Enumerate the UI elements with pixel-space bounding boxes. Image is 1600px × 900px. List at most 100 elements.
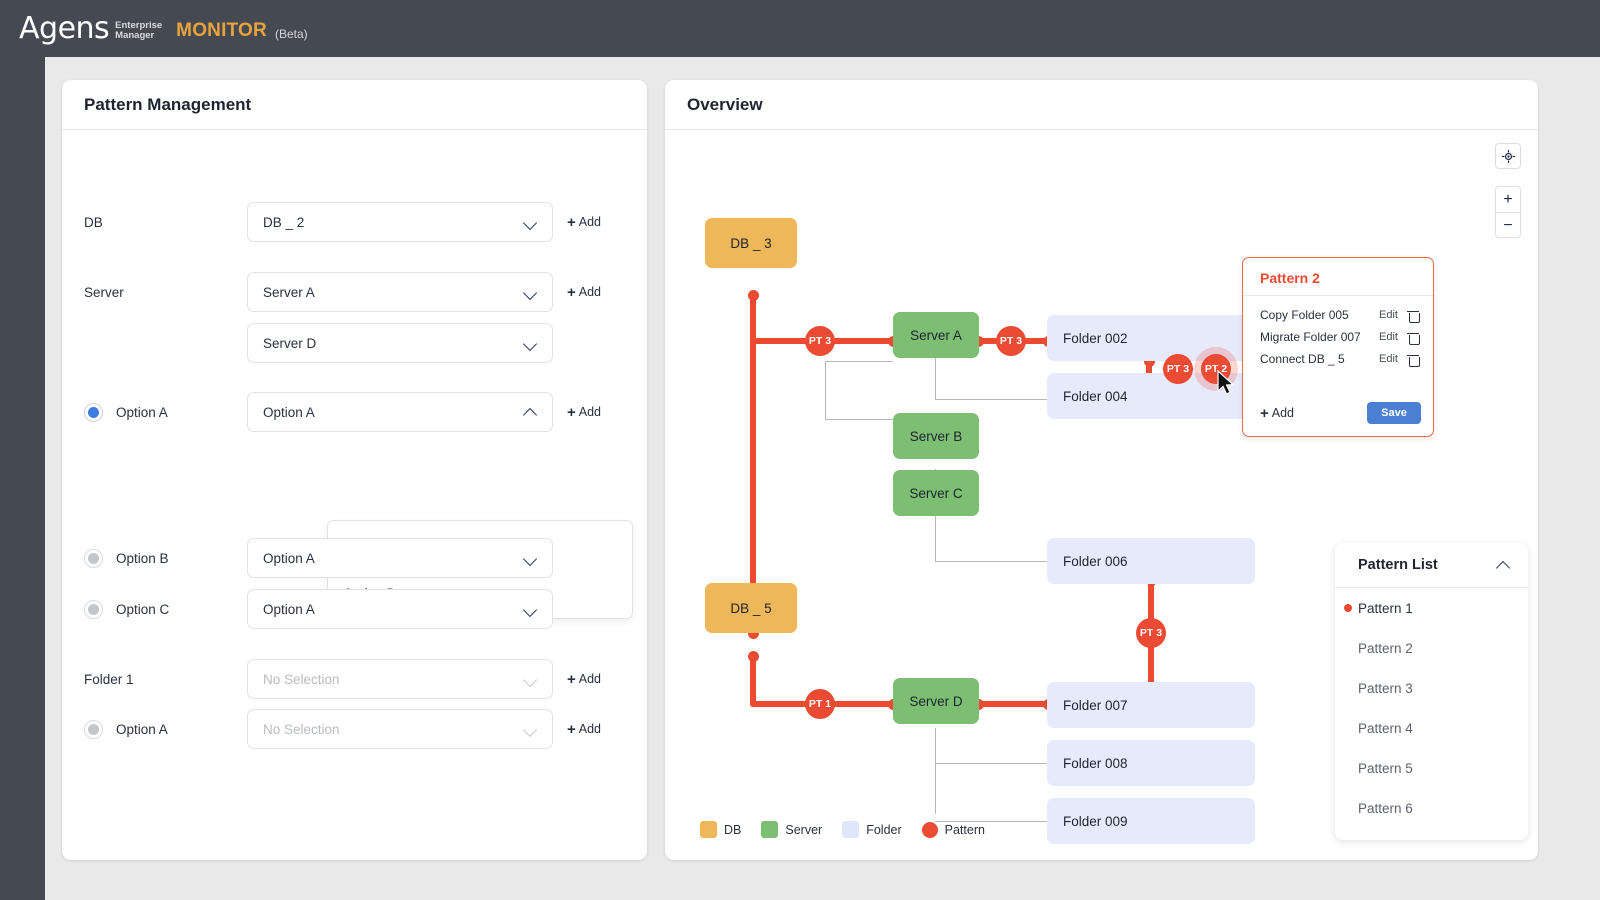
add-folder-option-a-label: Add bbox=[578, 722, 602, 736]
zoom-out-button[interactable]: − bbox=[1503, 217, 1513, 234]
chevron-up-icon[interactable] bbox=[1496, 557, 1512, 573]
edit-button[interactable]: Edit bbox=[1379, 331, 1398, 343]
select-server-d-value: Server D bbox=[263, 335, 317, 351]
pattern-list-item-2[interactable]: Pattern 2 bbox=[1335, 628, 1528, 668]
edit-button[interactable]: Edit bbox=[1379, 309, 1398, 321]
select-db-value: DB _ 2 bbox=[263, 214, 305, 230]
pattern-management-panel: Pattern Management DB DB _ 2 + Add Serve… bbox=[62, 80, 647, 860]
pattern-marker-pt2-selected[interactable]: PT 2 bbox=[1201, 354, 1231, 384]
node-db-5[interactable]: DB _ 5 bbox=[705, 583, 797, 633]
pattern-list-item-label: Pattern 4 bbox=[1358, 720, 1413, 736]
add-server-button[interactable]: + Add bbox=[567, 285, 601, 300]
pattern-item-name: Copy Folder 005 bbox=[1260, 308, 1349, 322]
connector-line bbox=[935, 399, 1047, 400]
form-row-option-b: Option B Option A bbox=[62, 538, 647, 578]
pattern-list-item-5[interactable]: Pattern 5 bbox=[1335, 748, 1528, 788]
popup-save-button[interactable]: Save bbox=[1367, 402, 1421, 424]
pattern-list-header[interactable]: Pattern List bbox=[1335, 543, 1528, 588]
label-folder-1: Folder 1 bbox=[84, 671, 134, 687]
trash-icon[interactable] bbox=[1407, 331, 1420, 345]
pattern-management-header: Pattern Management bbox=[62, 80, 647, 130]
form-row-option-c: Option C Option A bbox=[62, 589, 647, 629]
node-db-3[interactable]: DB _ 3 bbox=[705, 218, 797, 268]
select-option-b[interactable]: Option A bbox=[247, 538, 553, 578]
select-server-a-value: Server A bbox=[263, 284, 315, 300]
select-folder-1[interactable]: No Selection bbox=[247, 659, 553, 699]
radio-folder-option-a[interactable]: Option A bbox=[62, 719, 247, 739]
pattern-endpoint-dot bbox=[747, 290, 759, 301]
brand-subtitle-line2: Manager bbox=[115, 29, 155, 41]
radio-icon bbox=[84, 599, 103, 619]
node-server-a[interactable]: Server A bbox=[893, 312, 979, 358]
popup-add-button[interactable]: + Add bbox=[1260, 406, 1367, 421]
add-server-label: Add bbox=[578, 285, 602, 299]
pattern-marker-pt3-servera-folder002[interactable]: PT 3 bbox=[996, 326, 1026, 356]
legend-label-server: Server bbox=[785, 822, 823, 837]
locate-icon[interactable] bbox=[1495, 143, 1521, 169]
node-folder-007[interactable]: Folder 007 bbox=[1047, 682, 1255, 728]
node-server-b[interactable]: Server B bbox=[893, 413, 979, 459]
page-title: Pattern Management bbox=[84, 94, 252, 114]
select-server-d[interactable]: Server D bbox=[247, 323, 553, 363]
pattern-item-name: Migrate Folder 007 bbox=[1260, 330, 1361, 344]
pattern-endpoint-dot bbox=[1143, 356, 1155, 367]
node-server-d[interactable]: Server D bbox=[893, 678, 979, 724]
node-server-c[interactable]: Server C bbox=[893, 470, 979, 516]
trash-icon[interactable] bbox=[1407, 353, 1420, 367]
node-folder-002[interactable]: Folder 002 bbox=[1047, 315, 1255, 361]
plus-icon: + bbox=[567, 670, 576, 688]
radio-icon bbox=[84, 719, 103, 739]
chevron-down-icon bbox=[523, 550, 539, 566]
pattern-marker-pt3-folder006-folder007[interactable]: PT 3 bbox=[1136, 618, 1166, 648]
pattern-list-item-6[interactable]: Pattern 6 bbox=[1335, 788, 1528, 828]
pattern-list-item-4[interactable]: Pattern 4 bbox=[1335, 708, 1528, 748]
zoom-in-button[interactable]: + bbox=[1496, 187, 1520, 213]
radio-option-c[interactable]: Option C bbox=[62, 599, 247, 619]
radio-folder-option-a-label: Option A bbox=[116, 721, 168, 737]
pattern-popup-items: Copy Folder 005 Edit Migrate Folder 007 … bbox=[1243, 296, 1433, 370]
diagram-legend: DB Server Folder Pattern bbox=[700, 821, 996, 838]
add-folder-1-button[interactable]: + Add bbox=[567, 672, 601, 687]
crosshair-icon bbox=[1501, 149, 1515, 163]
select-option-a[interactable]: Option A bbox=[247, 392, 553, 432]
pattern-edge bbox=[750, 654, 756, 707]
trash-icon[interactable] bbox=[1407, 309, 1420, 323]
connector-line bbox=[935, 728, 936, 814]
select-db[interactable]: DB _ 2 bbox=[247, 202, 553, 242]
node-folder-009[interactable]: Folder 009 bbox=[1047, 798, 1255, 844]
plus-icon: + bbox=[1260, 404, 1269, 422]
add-option-a-label: Add bbox=[578, 405, 602, 419]
pattern-endpoint-dot bbox=[747, 628, 759, 639]
pattern-marker-pt3-db3-servera[interactable]: PT 3 bbox=[805, 326, 835, 356]
connector-line bbox=[935, 763, 1047, 764]
legend-label-db: DB bbox=[724, 822, 742, 837]
topology-diagram[interactable]: + − bbox=[665, 130, 1538, 860]
radio-option-a[interactable]: Option A bbox=[62, 402, 247, 422]
chevron-down-icon bbox=[523, 671, 539, 687]
legend-swatch-folder bbox=[842, 821, 860, 838]
form-row-db: DB DB _ 2 + Add bbox=[62, 202, 647, 242]
pattern-popup-title: Pattern 2 bbox=[1243, 258, 1433, 296]
add-folder-1-label: Add bbox=[578, 672, 602, 686]
pattern-list-item-label: Pattern 2 bbox=[1358, 640, 1413, 656]
pattern-marker-pt3-folder-cluster[interactable]: PT 3 bbox=[1163, 354, 1193, 384]
brand-subtitle-line1: Enterprise bbox=[115, 19, 163, 31]
pattern-list-item-1[interactable]: Pattern 1 bbox=[1335, 588, 1528, 628]
form-row-folder-1: Folder 1 No Selection + Add bbox=[62, 659, 647, 699]
radio-option-b[interactable]: Option B bbox=[62, 548, 247, 568]
node-folder-006[interactable]: Folder 006 bbox=[1047, 538, 1255, 584]
pattern-marker-pt1-db5-serverd[interactable]: PT 1 bbox=[805, 689, 835, 719]
select-folder-option-a[interactable]: No Selection bbox=[247, 709, 553, 749]
edit-button[interactable]: Edit bbox=[1379, 353, 1398, 365]
legend-swatch-server bbox=[761, 821, 779, 838]
brand-logo: Agens Enterprise Manager MONITOR (Beta) bbox=[0, 13, 308, 44]
add-db-button[interactable]: + Add bbox=[567, 215, 601, 230]
add-folder-option-a-button[interactable]: + Add bbox=[567, 722, 601, 737]
select-option-c[interactable]: Option A bbox=[247, 589, 553, 629]
form-row-folder-option-a: Option A No Selection + Add bbox=[62, 709, 647, 749]
select-server-a[interactable]: Server A bbox=[247, 272, 553, 312]
pattern-popup-footer: + Add Save bbox=[1243, 390, 1433, 436]
pattern-list-item-3[interactable]: Pattern 3 bbox=[1335, 668, 1528, 708]
add-option-a-button[interactable]: + Add bbox=[567, 405, 601, 420]
node-folder-008[interactable]: Folder 008 bbox=[1047, 740, 1255, 786]
